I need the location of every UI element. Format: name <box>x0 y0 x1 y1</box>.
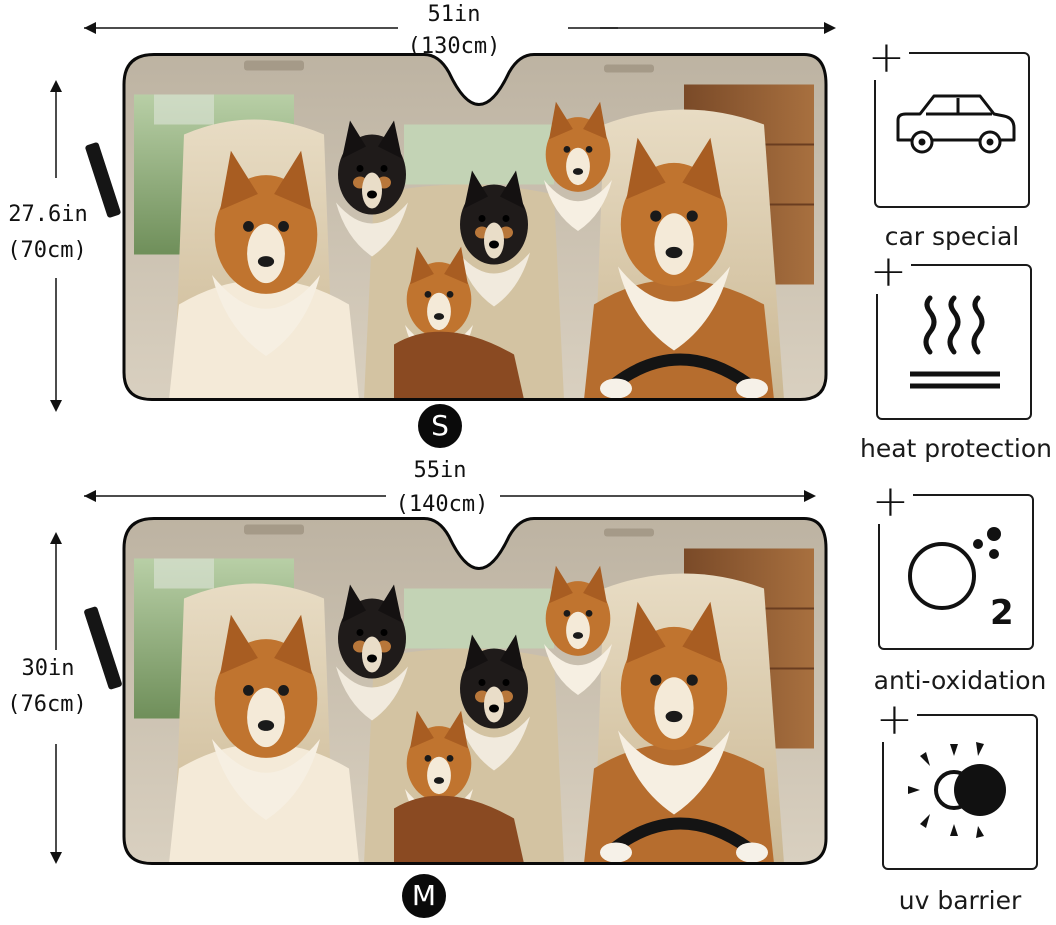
medium-height-cm: (76cm) <box>7 692 87 717</box>
height-arrow-small <box>50 80 62 412</box>
heat-icon <box>910 295 1000 389</box>
feature-label-heat-protection: heat protection <box>859 434 1052 463</box>
height-arrow-medium <box>50 532 62 864</box>
small-height-inches: 27.6in <box>8 202 88 227</box>
feature-label-car-special: car special <box>884 222 1020 251</box>
size-badge-medium: M <box>402 874 446 918</box>
width-arrow-medium <box>84 490 816 502</box>
car-icon <box>896 94 1016 154</box>
strap-medium <box>83 605 123 691</box>
small-height-cm: (70cm) <box>7 238 87 263</box>
plus-icon: + <box>864 36 909 80</box>
plus-icon: + <box>866 250 911 294</box>
oxygen-icon: 2 <box>908 527 1014 633</box>
sun-moon-icon <box>908 742 1006 838</box>
plus-icon: + <box>868 480 913 524</box>
sunshade-medium <box>122 516 828 866</box>
feature-label-uv-barrier: uv barrier <box>898 886 1022 915</box>
medium-width-cm: (140cm) <box>395 492 489 517</box>
medium-height-inches: 30in <box>21 656 75 681</box>
sunshade-small <box>122 52 828 402</box>
size-badge-small: S <box>418 404 462 448</box>
feature-label-anti-oxidation: anti-oxidation <box>873 666 1047 695</box>
svg-text:2: 2 <box>990 593 1014 633</box>
small-width-inches: 51in <box>427 2 481 27</box>
medium-width-inches: 55in <box>413 458 467 483</box>
plus-icon: + <box>872 698 917 742</box>
width-arrow-small <box>84 22 836 34</box>
